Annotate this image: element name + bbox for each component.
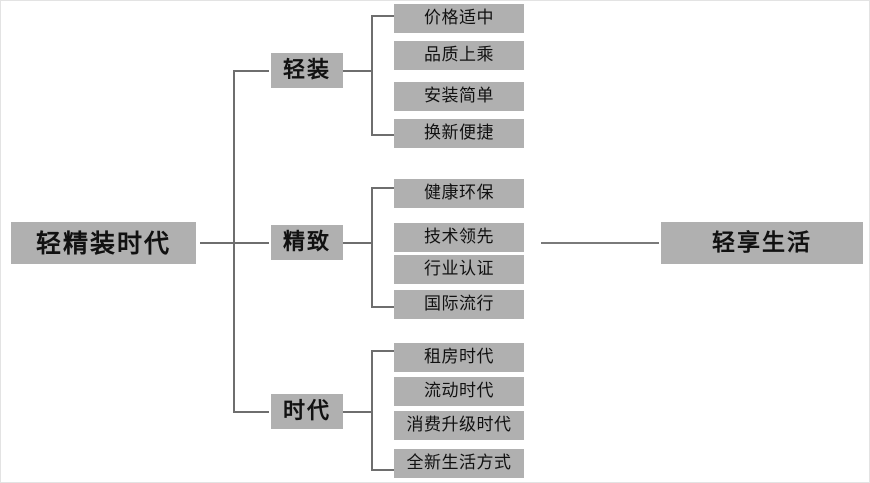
leaf-node-2-4[interactable]: 国际流行 [394,290,524,319]
leaf-node-1-1[interactable]: 价格适中 [394,4,524,33]
leaf-node-3-3[interactable]: 消费升级时代 [394,411,524,440]
connector-subtrunk-1-top [371,15,394,17]
connector-subtrunk-1-bottom [371,134,394,136]
leaf-node-3-2[interactable]: 流动时代 [394,377,524,406]
subtrunk-branch-3 [371,350,373,471]
leaf-node-2-2[interactable]: 技术领先 [394,223,524,252]
leaf-node-1-4[interactable]: 换新便捷 [394,119,524,148]
connector-trunk-to-branch-3 [233,411,269,413]
connector-subtrunk-2-bottom [371,306,394,308]
connector-branch-1-to-subtrunk [343,70,373,72]
connector-trunk-to-branch-1 [233,70,269,72]
connector-root-stub [200,242,234,244]
connector-subtrunk-2-top [371,187,394,189]
connector-subtrunk-3-bottom [371,469,394,471]
root-node[interactable]: 轻精装时代 [11,222,196,264]
branch-node-2[interactable]: 精致 [271,225,343,260]
leaf-node-1-2[interactable]: 品质上乘 [394,41,524,70]
subtrunk-branch-1 [371,15,373,136]
leaf-node-1-3[interactable]: 安装简单 [394,82,524,111]
connector-branch-3-to-subtrunk [343,411,373,413]
connector-to-right-node [541,242,659,244]
right-outcome-node[interactable]: 轻享生活 [661,222,863,264]
branch-node-1[interactable]: 轻装 [271,53,343,88]
leaf-node-2-3[interactable]: 行业认证 [394,255,524,284]
branch-node-3[interactable]: 时代 [271,394,343,429]
connector-subtrunk-3-top [371,350,394,352]
connector-main-trunk [233,70,235,413]
leaf-node-3-1[interactable]: 租房时代 [394,343,524,372]
leaf-node-2-1[interactable]: 健康环保 [394,179,524,208]
connector-branch-2-to-subtrunk [343,242,373,244]
subtrunk-branch-2 [371,187,373,308]
connector-trunk-to-branch-2 [233,242,269,244]
leaf-node-3-4[interactable]: 全新生活方式 [394,449,524,478]
